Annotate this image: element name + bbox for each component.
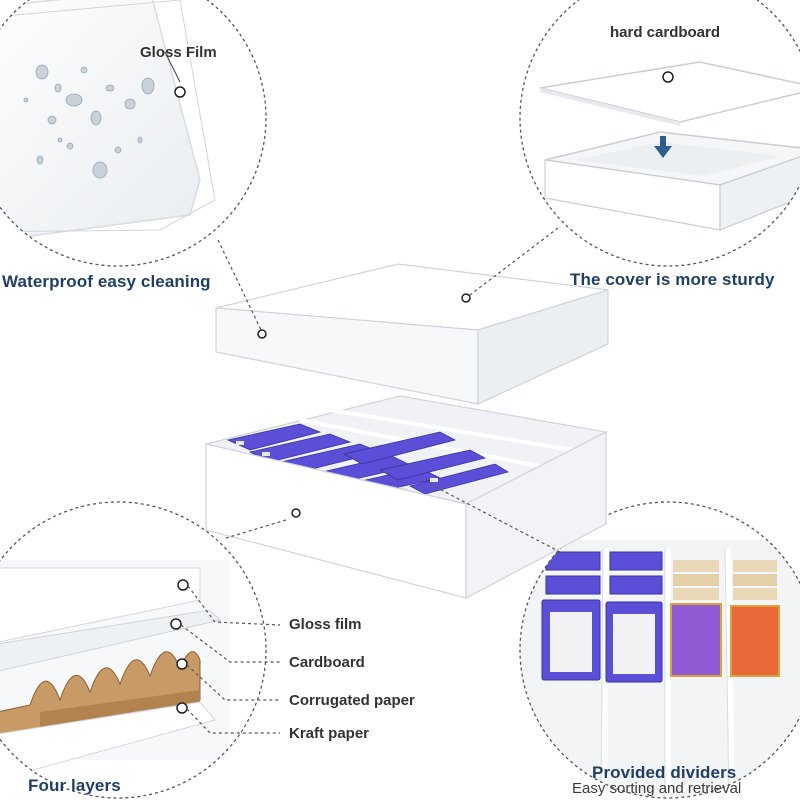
box-lid: [215, 263, 609, 405]
waterproof-caption: Waterproof easy cleaning: [2, 272, 211, 291]
cover-sturdy-caption: The cover is more sturdy: [570, 270, 775, 289]
open-box: [205, 395, 608, 599]
layer-label-cardboard: Cardboard: [289, 654, 365, 671]
connector-lines: [217, 227, 561, 553]
four-layers-closeup: [0, 501, 281, 799]
gloss-film-closeup: [0, 0, 267, 267]
dividers-closeup: [519, 501, 800, 799]
four-layers-caption: Four layers: [28, 776, 121, 795]
water-drops: [23, 64, 155, 179]
provided-dividers-caption: Provided dividers: [592, 763, 737, 782]
gloss-film-label: Gloss Film: [140, 44, 217, 61]
easy-sorting-subcaption: Easy sorting and retrieval: [572, 780, 742, 797]
layer-label-kraft-paper: Kraft paper: [289, 725, 370, 742]
hard-cardboard-label: hard cardboard: [610, 24, 721, 41]
hard-cardboard-closeup: [519, 0, 800, 267]
arrow-down-icon: [654, 136, 672, 158]
layer-label-corrugated-paper: Corrugated paper: [289, 692, 415, 709]
layer-label-gloss-film: Gloss film: [289, 616, 362, 633]
